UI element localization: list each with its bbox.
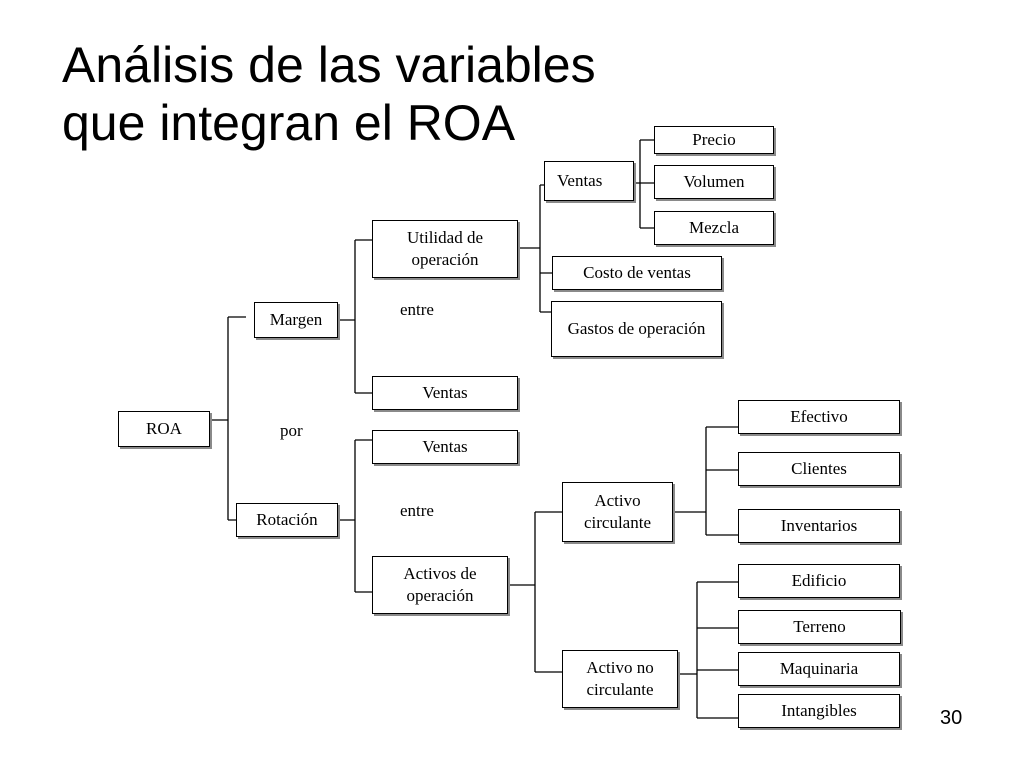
node-costo-de-ventas: Costo de ventas [552,256,722,290]
node-rotacion: Rotación [236,503,338,537]
node-activos-de-operacion: Activos de operación [372,556,508,614]
node-roa: ROA [118,411,210,447]
title-line-2: que integran el ROA [62,95,516,151]
connector-rotacion [338,439,372,593]
title-line-1: Análisis de las variables [62,37,596,93]
connector-roa [210,316,246,521]
node-precio: Precio [654,126,774,154]
connector-activos [508,511,562,673]
slide-title: Análisis de las variables que integran e… [62,36,702,152]
node-inventarios: Inventarios [738,509,900,543]
node-efectivo: Efectivo [738,400,900,434]
connector-margen [338,239,372,394]
connector-utilidad [518,184,552,313]
connector-no-circulante [678,581,738,719]
node-activo-circulante: Activo circulante [562,482,673,542]
node-ventas-detalle: Ventas [544,161,634,201]
node-margen: Margen [254,302,338,338]
node-ventas-rotacion: Ventas [372,430,518,464]
node-clientes: Clientes [738,452,900,486]
node-terreno: Terreno [738,610,901,644]
connector-circulante [673,426,738,536]
page-number: 30 [940,707,963,729]
node-volumen: Volumen [654,165,774,199]
operator-por: por [280,421,303,440]
operator-entre-margen: entre [400,300,434,319]
node-mezcla: Mezcla [654,211,774,245]
node-ventas-margen: Ventas [372,376,518,410]
node-activo-no-circulante: Activo no circulante [562,650,678,708]
connector-ventas-detail [634,139,654,229]
node-maquinaria: Maquinaria [738,652,900,686]
node-intangibles: Intangibles [738,694,900,728]
operator-entre-rotacion: entre [400,501,434,520]
node-gastos-de-operacion: Gastos de operación [551,301,722,357]
node-utilidad-de-operacion: Utilidad de operación [372,220,518,278]
node-edificio: Edificio [738,564,900,598]
